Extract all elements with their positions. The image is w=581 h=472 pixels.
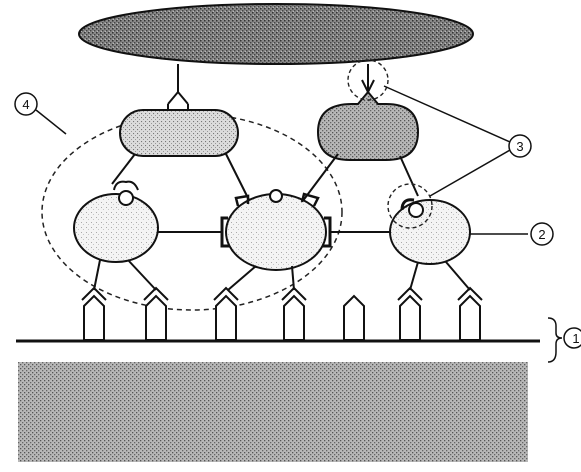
left-detection-particle: [119, 109, 239, 157]
brace-1: [547, 317, 563, 363]
receptor-icon: [143, 286, 169, 341]
right-detection-particle: [316, 90, 420, 161]
right-target-particle: [389, 199, 471, 265]
receptor-icon: [343, 294, 365, 341]
callout-3-label: 3: [516, 139, 523, 154]
callout-1-label: 1: [572, 331, 579, 346]
receptor-icon: [281, 286, 307, 341]
callout-2-label: 2: [538, 227, 545, 242]
callout-2-circle: [530, 222, 554, 246]
receptor-icon: [457, 286, 483, 341]
group-4-dashed-outline: [41, 113, 343, 311]
top-analyte-ellipse: [78, 3, 474, 65]
receptor-icon: [397, 286, 423, 341]
callout-4-circle: [14, 92, 38, 116]
receptor-icon: [167, 88, 189, 105]
left-target-particle: [73, 193, 159, 263]
substrate-block-icon: [18, 362, 528, 462]
callout-4-label: 4: [22, 97, 29, 112]
callout-3-circle: [508, 134, 532, 158]
surface-receptors: [81, 286, 483, 341]
callout-3-notch-circle: [347, 59, 389, 101]
callout-1-circle: [563, 327, 581, 349]
capture-probe-icon: [113, 180, 139, 191]
receptor-icon: [81, 286, 107, 341]
callout-3-hook-circle: [387, 183, 433, 229]
center-target-particle: [225, 193, 327, 271]
receptor-icon: [213, 286, 239, 341]
detection-probe-icon: [400, 198, 415, 211]
